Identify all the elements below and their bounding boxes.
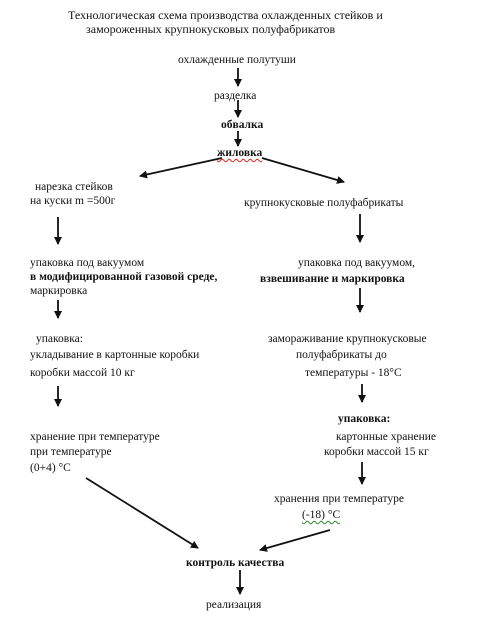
node-freezing-line1: замораживание крупнокусковые: [268, 333, 427, 345]
node-trimming: жиловка: [217, 147, 263, 159]
node-sale: реализация: [206, 599, 262, 611]
node-steak-slicing-line2: на куски m =500г: [30, 195, 116, 207]
arrow-trimming-to-steaks: [139, 157, 223, 179]
node-right-pack-line3: коробки массой 15 кг: [324, 446, 429, 458]
node-right-pack-line2: картонные хранение: [336, 431, 437, 443]
arrow-left-to-quality: [85, 477, 199, 549]
diagram-title-line1: Технологическая схема производства охлаж…: [68, 8, 383, 22]
node-left-storage-line3: (0+4) °C: [30, 462, 71, 474]
node-left-pack-line1: упаковка:: [36, 333, 83, 345]
node-left-vacuum-line2: в модифицированной газовой среде,: [30, 271, 218, 283]
node-right-vacuum-line2: взвешивание и маркировка: [260, 273, 405, 285]
diagram-title-line2: замороженных крупнокусковых полуфабрикат…: [86, 22, 336, 36]
node-chilled-half-carcasses: охлажденные полутуши: [178, 54, 296, 66]
node-left-vacuum-line3: маркировка: [30, 285, 88, 297]
node-freezing-line3: температуры - 18°C: [305, 367, 402, 379]
node-freezing-line2: полуфабрикаты до: [296, 349, 387, 361]
node-quality-control: контроль качества: [186, 557, 285, 569]
node-left-pack-line2: укладывание в картонные коробки: [30, 349, 200, 361]
node-steak-slicing-line1: нарезка стейков: [35, 181, 113, 193]
arrow-trimming-to-bulk: [261, 157, 345, 184]
arrow-right-to-quality: [259, 529, 331, 552]
node-cutting: разделка: [214, 90, 257, 102]
node-left-pack-line3: коробки массой 10 кг: [30, 367, 135, 379]
node-deboning: обвалка: [221, 119, 264, 131]
node-right-pack-line1: упаковка:: [338, 413, 391, 425]
node-left-vacuum-line1: упаковка под вакуумом: [30, 257, 145, 269]
node-bulk-semi-finished: крупнокусковые полуфабрикаты: [244, 197, 404, 209]
node-right-storage-line2: (-18) °C: [302, 509, 341, 521]
node-left-storage-line1: хранение при температуре: [30, 431, 160, 443]
node-right-storage-line1: хранения при температуре: [274, 493, 404, 505]
node-left-storage-line2: при температуре: [30, 446, 112, 458]
node-right-vacuum-line1: упаковка под вакуумом,: [298, 257, 415, 269]
